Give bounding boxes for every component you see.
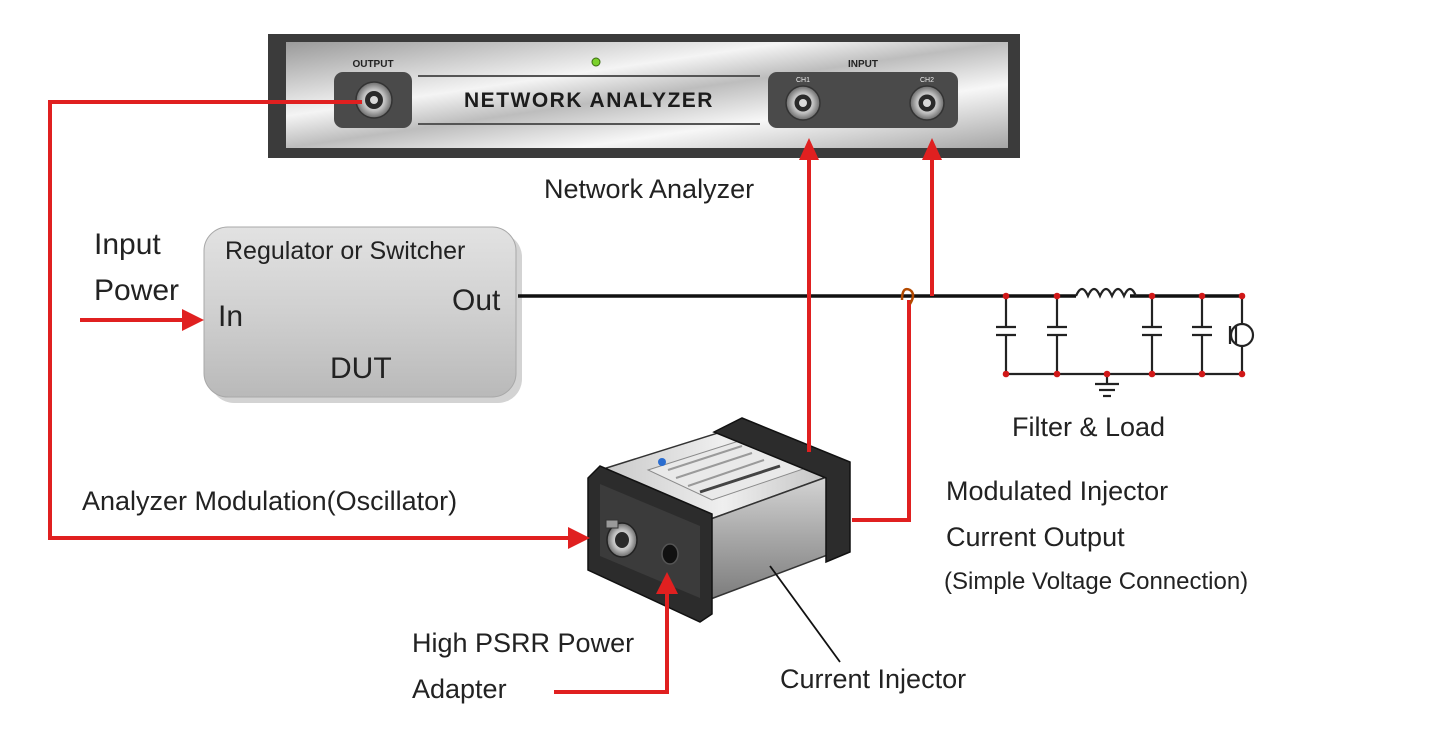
current-injector-label: Current Injector <box>780 664 967 694</box>
current-injector-device <box>587 417 851 623</box>
psrr-arrow-icon <box>656 572 678 594</box>
psrr-adapter-label-line2: Adapter <box>412 674 507 704</box>
current-injector-pointer <box>769 565 841 663</box>
psrr-adapter-path <box>554 590 669 694</box>
signal-paths <box>48 100 934 694</box>
inductor-icon <box>1074 287 1138 302</box>
filter-nodes <box>1002 292 1246 378</box>
injector-output-label-line3: (Simple Voltage Connection) <box>944 568 1249 595</box>
injector-power-jack-icon <box>661 543 679 565</box>
load-icon <box>1228 296 1255 374</box>
network-analyzer: OUTPUT NETWORK ANALYZER INPUT CH1 CH2 <box>268 34 1020 158</box>
dut-box <box>203 226 522 403</box>
capacitor-1-icon <box>996 296 1016 374</box>
ch1-bnc-connector-icon <box>785 85 821 121</box>
ch2-label: CH2 <box>920 77 934 84</box>
output-port-label: OUTPUT <box>352 59 393 70</box>
injector-output-path <box>852 300 911 522</box>
power-led-icon <box>591 57 601 67</box>
filter-load-network <box>996 287 1255 398</box>
dut-in-label: In <box>218 300 244 333</box>
analyzer-name-plate: NETWORK ANALYZER <box>464 89 714 112</box>
psrr-adapter-label-line1: High PSRR Power <box>412 628 635 658</box>
injector-bnc-input-icon <box>605 519 638 558</box>
ch1-arrow-icon <box>799 138 819 160</box>
injector-output-label-line2: Current Output <box>946 522 1125 552</box>
ch2-bnc-connector-icon <box>909 85 945 121</box>
input-power-arrow-icon <box>182 309 204 331</box>
modulation-arrow-icon <box>568 527 590 549</box>
dut-name-label: DUT <box>330 352 392 385</box>
input-power-label-line1: Input <box>94 228 161 261</box>
ch1-label: CH1 <box>796 77 810 84</box>
capacitor-4-icon <box>1192 296 1212 374</box>
injection-tap-icon <box>900 287 915 305</box>
input-port-label: INPUT <box>848 59 878 70</box>
capacitor-3-icon <box>1142 296 1162 374</box>
filter-load-label: Filter & Load <box>1012 412 1166 442</box>
output-bnc-connector-icon <box>355 81 393 119</box>
injector-output-label-line1: Modulated Injector <box>946 476 1169 506</box>
capacitor-2-icon <box>1047 296 1067 374</box>
input-power-label-line2: Power <box>94 274 180 307</box>
signal-arrowheads <box>182 138 942 594</box>
modulation-path <box>48 100 580 540</box>
network-analyzer-caption: Network Analyzer <box>544 174 755 204</box>
modulation-label: Analyzer Modulation(Oscillator) <box>82 486 458 516</box>
ch2-arrow-icon <box>922 138 942 160</box>
dut-out-label: Out <box>452 284 501 317</box>
dut-title: Regulator or Switcher <box>225 237 466 265</box>
